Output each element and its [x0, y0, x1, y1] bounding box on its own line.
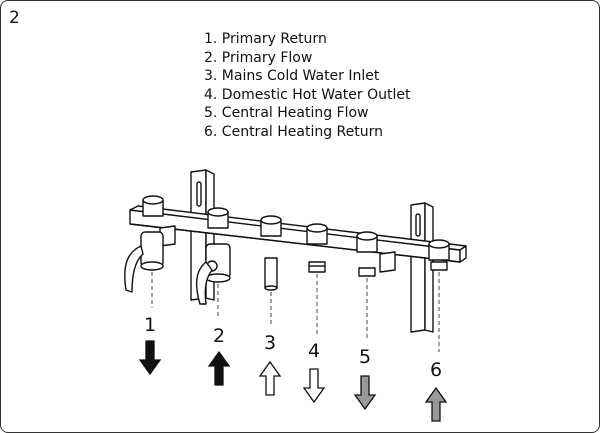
- connection-number-1: 1: [144, 314, 156, 336]
- connection-4-stub: [306, 223, 328, 273]
- connection-6-stub: [428, 239, 450, 271]
- leader-lines: [151, 272, 440, 352]
- legend-item-mains-cold-water-inlet: 3. Mains Cold Water Inlet: [204, 68, 380, 84]
- connection-number-2: 2: [213, 325, 225, 347]
- legend-item-domestic-hot-water-outlet: 4. Domestic Hot Water Outlet: [204, 86, 411, 103]
- valve-1: [124, 195, 164, 293]
- flow-arrow-down-icon: [353, 375, 377, 411]
- flow-arrow-down-icon: [138, 340, 162, 376]
- right-mounting-bracket: [410, 202, 434, 333]
- connection-3-stub: [260, 215, 282, 291]
- legend-item-primary-return: 1. Primary Return: [204, 31, 327, 47]
- flow-arrow-up-icon: [424, 386, 448, 422]
- legend-list: 1. Primary Return 2. Primary Flow 3. Mai…: [204, 30, 410, 141]
- legend-item-central-heating-flow: 5. Central Heating Flow: [204, 105, 369, 121]
- connection-5-stub: [356, 231, 378, 277]
- legend-item-central-heating-return: 6. Central Heating Return: [204, 123, 383, 140]
- flow-arrow-down-icon: [302, 368, 326, 404]
- flow-arrow-up-icon: [207, 350, 231, 386]
- connection-number-4: 4: [308, 340, 320, 362]
- connection-number-3: 3: [264, 332, 276, 354]
- figure-number: 2: [9, 8, 20, 28]
- legend-item-primary-flow: 2. Primary Flow: [204, 49, 313, 66]
- valve-2: [195, 207, 231, 305]
- connection-number-5: 5: [359, 346, 371, 368]
- connection-number-6: 6: [430, 359, 442, 381]
- flow-arrow-up-icon: [258, 360, 282, 396]
